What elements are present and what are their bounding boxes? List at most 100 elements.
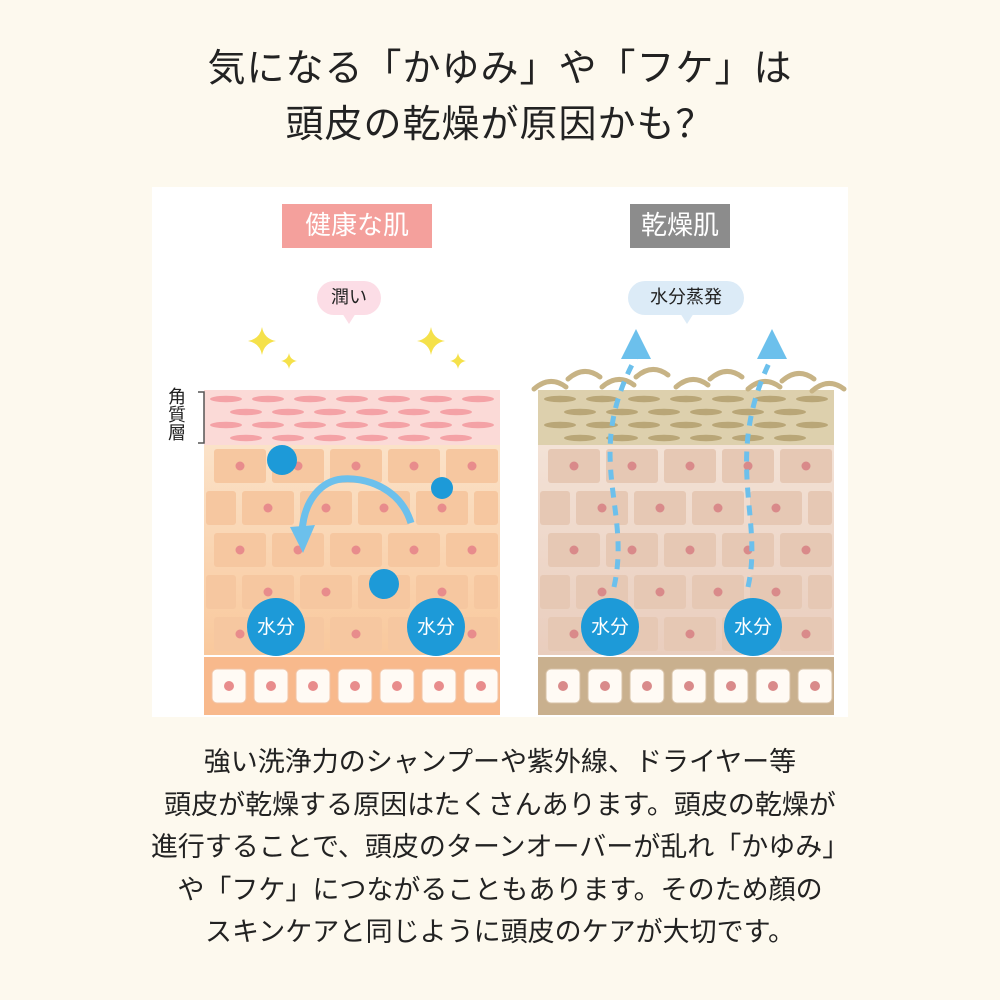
body-line: 頭皮が乾燥する原因はたくさんあります。頭皮の乾燥が (164, 789, 836, 821)
cell-nucleus (379, 503, 389, 513)
cell-nucleus (768, 681, 778, 691)
healthy-skin-cross-section (204, 390, 500, 715)
water-droplet (267, 445, 297, 475)
water-droplet (431, 477, 453, 499)
keratin-flake (398, 434, 430, 442)
keratin-flake (356, 408, 388, 416)
cell-nucleus (235, 461, 245, 471)
skin-cell (540, 575, 570, 609)
keratin-flake (690, 434, 722, 442)
layer-bracket (198, 391, 205, 444)
keratin-flake (732, 408, 764, 416)
keratin-flake (796, 421, 828, 429)
skin-cell (540, 491, 570, 525)
moisture-bubble: 潤い (317, 281, 381, 315)
cell-nucleus (726, 681, 736, 691)
cell-nucleus (437, 587, 447, 597)
cell-nucleus (771, 587, 781, 597)
cell-nucleus (476, 681, 486, 691)
evaporation-bubble: 水分蒸発 (628, 281, 744, 315)
body-line: 強い洗浄力のシャンプーや紫外線、ドライヤー等 (203, 747, 797, 778)
circulation-arrow (298, 475, 415, 533)
cell-nucleus (685, 545, 695, 555)
body-line: 進行することで、頭皮のターンオーバーが乱れ「かゆみ」 (150, 832, 850, 863)
cell-nucleus (409, 461, 419, 471)
body-line: スキンケアと同じように頭皮のケアが大切です。 (205, 917, 795, 948)
water-droplet (369, 569, 399, 599)
keratin-flake (712, 395, 744, 403)
cell-nucleus (685, 461, 695, 471)
evaporation-arrow (744, 355, 775, 588)
keratin-flake (440, 434, 472, 442)
keratin-flake (670, 395, 702, 403)
cell-nucleus (713, 587, 723, 597)
page-title: 気になる「かゆみ」や「フケ」は 頭皮の乾燥が原因かも？ (0, 40, 1000, 152)
keratin-flake (336, 395, 368, 403)
keratin-flake (420, 395, 452, 403)
cell-nucleus (684, 681, 694, 691)
cell-nucleus (569, 629, 579, 639)
peeling-flake (565, 369, 603, 382)
keratin-flake (690, 408, 722, 416)
peeling-flake (673, 377, 711, 390)
cell-nucleus (467, 629, 477, 639)
cell-nucleus (569, 545, 579, 555)
sparkle-icon (281, 353, 297, 369)
skin-diagram: 健康な肌 乾燥肌 潤い 水分蒸発 角質層 水分 水分 水分 水分 (152, 187, 848, 717)
cell-nucleus (569, 461, 579, 471)
dry-skin-header: 乾燥肌 (630, 204, 730, 248)
keratin-flake (314, 408, 346, 416)
keratin-flake (378, 395, 410, 403)
cell-nucleus (810, 681, 820, 691)
keratin-flake (544, 421, 576, 429)
cell-nucleus (627, 461, 637, 471)
keratin-flake (252, 421, 284, 429)
skin-cell (206, 575, 236, 609)
skin-cell (474, 491, 498, 525)
cell-nucleus (263, 587, 273, 597)
body-line: や「フケ」につながることもあります。そのため顔の (177, 874, 823, 906)
cell-nucleus (685, 629, 695, 639)
arrow-head (757, 329, 787, 359)
cell-nucleus (350, 681, 360, 691)
bubble-tail (342, 313, 356, 324)
title-line-2: 頭皮の乾燥が原因かも？ (285, 102, 715, 146)
cell-nucleus (321, 503, 331, 513)
sparkle-icon (417, 327, 445, 355)
cell-nucleus (437, 503, 447, 513)
cell-nucleus (467, 545, 477, 555)
water-drop-icon (581, 598, 639, 656)
keratin-flake (564, 408, 596, 416)
cell-nucleus (655, 587, 665, 597)
keratin-flake (774, 434, 806, 442)
keratin-flake (712, 421, 744, 429)
healthy-skin-header: 健康な肌 (282, 204, 432, 248)
peeling-flake (633, 367, 671, 380)
keratin-flake (648, 408, 680, 416)
keratin-flake (628, 421, 660, 429)
cell-nucleus (801, 629, 811, 639)
keratin-flake (754, 421, 786, 429)
keratin-flake (648, 434, 680, 442)
skin-cell (206, 491, 236, 525)
keratin-flake (462, 395, 494, 403)
evaporation-arrow (607, 355, 639, 588)
cell-nucleus (743, 461, 753, 471)
cell-nucleus (263, 503, 273, 513)
water-label: 水分 (590, 616, 629, 638)
cell-nucleus (351, 545, 361, 555)
keratin-flake (356, 434, 388, 442)
keratin-flake (606, 434, 638, 442)
keratin-flake (462, 421, 494, 429)
bubble-tail (680, 313, 694, 324)
cell-nucleus (235, 629, 245, 639)
cell-nucleus (351, 629, 361, 639)
explanation-text: 強い洗浄力のシャンプーや紫外線、ドライヤー等 頭皮が乾燥する原因はたくさんありま… (0, 742, 1000, 955)
keratin-flake (314, 434, 346, 442)
sparkle-icon (450, 353, 466, 369)
peeling-flake (599, 377, 637, 390)
cell-nucleus (558, 681, 568, 691)
keratin-flake (796, 395, 828, 403)
keratin-flake (628, 395, 660, 403)
skin-cell (808, 575, 832, 609)
